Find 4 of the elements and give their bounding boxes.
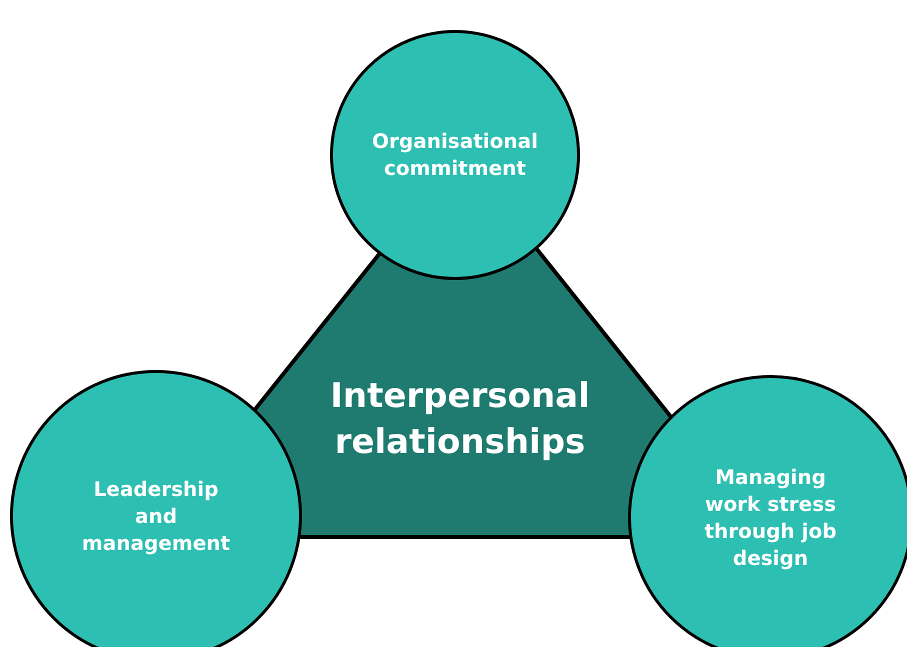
node-label: Managing work stress through job design (703, 464, 838, 572)
node-label: Interpersonal relationships (329, 375, 591, 464)
node-label: Organisational commitment (371, 128, 539, 182)
node-label: Leadership and management (80, 476, 232, 556)
